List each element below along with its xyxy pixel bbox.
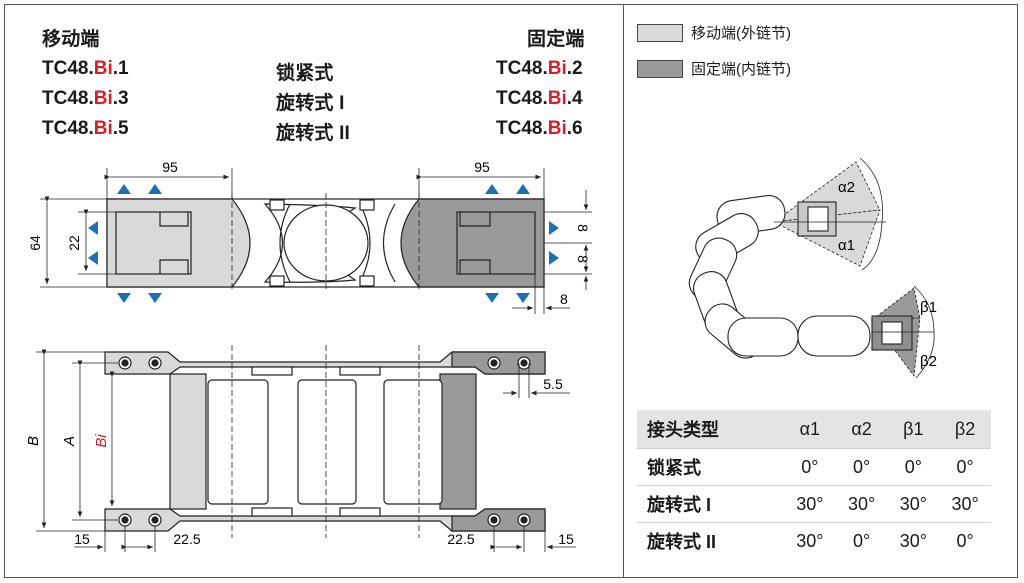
table-header: β2 <box>939 410 991 449</box>
dim-Bi: Bi <box>93 434 110 448</box>
angle-table: 接头类型 α1 α2 β1 β2 锁紧式 0° 0° 0° 0° 旋转式 I 3… <box>637 410 991 559</box>
arrow-down-icon <box>148 293 162 303</box>
table-header: α1 <box>783 410 836 449</box>
top-view <box>106 193 545 290</box>
header-moving-end: 移动端 <box>42 29 100 50</box>
header-fixed-end: 固定端 <box>527 29 585 50</box>
code-moving-1: TC48.Bi.1 <box>42 58 129 79</box>
angle-label-a2: α2 <box>838 179 855 196</box>
arrow-right-icon <box>549 221 559 235</box>
arrow-right-icon <box>549 251 559 265</box>
dim-width-right: 95 <box>474 159 490 175</box>
table-cell: 30° <box>887 522 940 559</box>
dim-B: B <box>25 436 42 446</box>
table-header: β1 <box>887 410 940 449</box>
outer-frame <box>4 4 1018 578</box>
panel-divider <box>623 4 624 578</box>
table-cell: 30° <box>783 485 836 523</box>
table-row: 旋转式 I 30° 30° 30° 30° <box>637 485 991 523</box>
table-cell: 30° <box>887 485 940 523</box>
table-cell: 0° <box>783 448 836 486</box>
arrow-left-icon <box>88 251 98 265</box>
code-moving-3: TC48.Bi.5 <box>42 118 129 139</box>
chain-diagram: α2 α1 β1 β2 <box>688 157 937 379</box>
table-cell: 30° <box>835 485 888 523</box>
arrow-up-icon <box>148 184 162 194</box>
type-label-1: 锁紧式 <box>276 63 334 84</box>
table-cell: 0° <box>939 522 991 559</box>
table-cell: 旋转式 II <box>637 522 784 559</box>
legend-label-fixed: 固定端(内链节) <box>691 61 791 78</box>
arrow-up-icon <box>516 184 530 194</box>
bottom-view <box>104 345 546 538</box>
table-header-row: 接头类型 α1 α2 β1 β2 <box>637 410 991 449</box>
arrow-down-icon <box>117 293 131 303</box>
arrow-down-icon <box>485 293 499 303</box>
dim-pitch-right: 22.5 <box>447 531 474 547</box>
table-cell: 0° <box>887 448 940 486</box>
arrow-up-icon <box>117 184 131 194</box>
dim-A: A <box>61 436 78 447</box>
dim-right-bottom: 8 <box>560 291 568 307</box>
code-moving-2: TC48.Bi.3 <box>42 88 129 109</box>
table-cell: 0° <box>939 448 991 486</box>
table-row: 旋转式 II 30° 0° 30° 0° <box>637 522 991 559</box>
table-header: 接头类型 <box>637 410 784 449</box>
dim-hole: 5.5 <box>543 376 563 392</box>
table-cell: 30° <box>939 485 991 523</box>
legend-label-moving: 移动端(外链节) <box>691 25 791 42</box>
table-cell: 0° <box>835 448 888 486</box>
legend-fixed: 固定端(内链节) <box>637 58 791 79</box>
dim-right-lower: 8 <box>575 255 591 263</box>
legend-moving: 移动端(外链节) <box>637 22 791 43</box>
table-row: 锁紧式 0° 0° 0° 0° <box>637 448 991 486</box>
dim-inner: 22 <box>66 235 82 251</box>
code-fixed-1: TC48.Bi.2 <box>496 58 583 79</box>
dim-right-upper: 8 <box>575 224 591 232</box>
arrow-down-icon <box>516 293 530 303</box>
legend-swatch-moving <box>637 23 683 42</box>
dim-pitch-left: 22.5 <box>173 531 200 547</box>
table-cell: 30° <box>783 522 836 559</box>
code-fixed-2: TC48.Bi.4 <box>496 88 583 109</box>
mounting-arrows <box>88 184 559 303</box>
arrow-up-icon <box>485 184 499 194</box>
table-cell: 锁紧式 <box>637 448 784 486</box>
legend-swatch-fixed <box>637 59 683 78</box>
type-label-3: 旋转式 II <box>276 123 351 144</box>
table-header: α2 <box>835 410 888 449</box>
type-label-2: 旋转式 I <box>276 93 345 114</box>
angle-label-b1: β1 <box>920 299 937 316</box>
dim-width-left: 95 <box>162 159 178 175</box>
table-cell: 0° <box>835 522 888 559</box>
angle-label-b2: β2 <box>920 353 937 370</box>
dim-edge-left: 15 <box>74 531 90 547</box>
dim-height: 64 <box>27 235 43 251</box>
arrow-left-icon <box>88 221 98 235</box>
left-drawings: 95 95 64 22 8 8 8 <box>25 159 592 552</box>
code-fixed-3: TC48.Bi.6 <box>496 118 583 139</box>
angle-label-a1: α1 <box>838 237 855 254</box>
dim-edge-right: 15 <box>558 531 574 547</box>
table-cell: 旋转式 I <box>637 485 784 523</box>
